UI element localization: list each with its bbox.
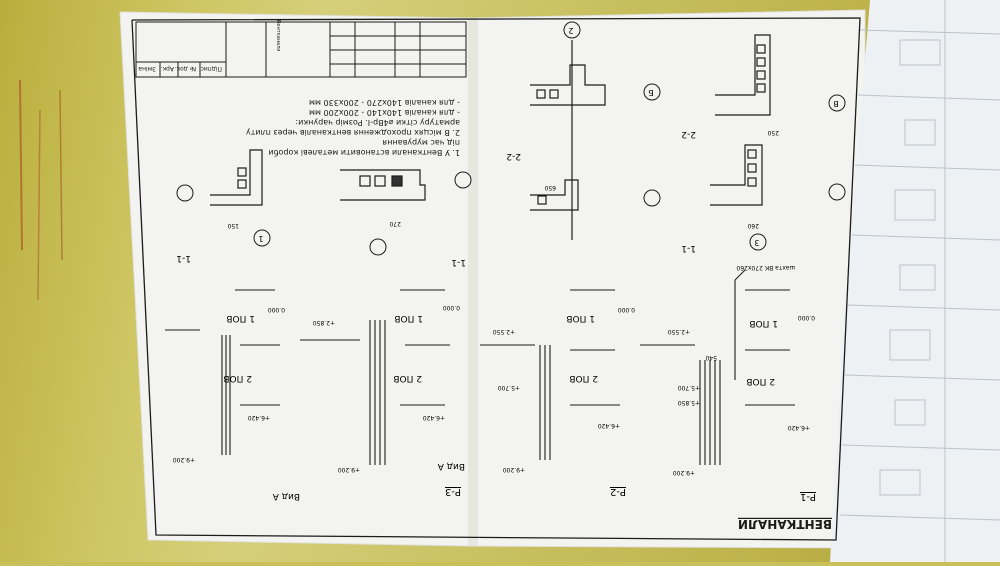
level-5: +2.550 bbox=[493, 328, 515, 335]
note-line-6: - для каналів 140х270 - 200х330 мм bbox=[309, 98, 460, 107]
wall-rust-streaks bbox=[19, 79, 63, 301]
note-line-1: 1. У Вентканали встановити металеві коро… bbox=[268, 148, 460, 157]
level-14: +9.200 bbox=[673, 469, 695, 476]
level-3: 0.000 bbox=[268, 306, 285, 313]
wall-id-r2: Р-2 bbox=[610, 486, 626, 497]
level-8: +5.700 bbox=[498, 384, 520, 391]
level-9: +5.850 bbox=[678, 399, 700, 406]
note-line-5: - для каналів 140х140 - 200х200 мм bbox=[309, 108, 460, 117]
level-10: +6.420 bbox=[788, 424, 810, 431]
floor-label-6: 2 ПОВ bbox=[569, 373, 598, 383]
view-label-2: Вид А bbox=[272, 491, 300, 501]
drawing-frame bbox=[131, 17, 861, 541]
stamp-cell-2: Арк. bbox=[160, 65, 174, 72]
dim-3: 650 bbox=[544, 184, 556, 191]
axis-mark-3: 3 bbox=[754, 238, 759, 247]
stamp-label: Вентканали bbox=[275, 20, 281, 52]
floor-label-8: 2 ПОВ bbox=[746, 376, 775, 386]
note-line-3: 2. В місцях проходження вентканалів чере… bbox=[246, 128, 460, 137]
level-11: +6.420 bbox=[598, 422, 620, 429]
paper-sheet bbox=[119, 9, 866, 549]
sheet-title: ВЕНТКАНАЛИ bbox=[738, 517, 832, 531]
plan-details bbox=[210, 34, 771, 240]
level-4: +2.550 bbox=[668, 328, 690, 335]
view-label-1: Вид А bbox=[437, 461, 465, 471]
level-12: +6.420 bbox=[423, 414, 445, 421]
wall-id-r1: Р-1 bbox=[800, 491, 816, 502]
wall-id-r3: Р-3 bbox=[445, 486, 461, 497]
level-7: +5.700 bbox=[678, 384, 700, 391]
section-label-4: 2-2 bbox=[506, 151, 521, 161]
title-block bbox=[135, 21, 467, 78]
axis-mark-2: 2 bbox=[568, 26, 573, 35]
second-sheet-lines bbox=[839, 0, 1000, 562]
dim-2: 270 bbox=[389, 220, 401, 227]
floor-label-2: 2 ПОВ bbox=[223, 373, 252, 383]
note-line-2: під час мурування bbox=[382, 138, 460, 147]
axis-mark-1: 1 bbox=[258, 234, 263, 243]
floor-label-3: 1 ПОВ bbox=[394, 313, 423, 323]
dim-5: 250 bbox=[767, 129, 779, 136]
axis-markers bbox=[176, 21, 846, 256]
dim-4: 260 bbox=[747, 222, 759, 229]
stamp-cell-4: Підпис bbox=[201, 65, 222, 72]
level-15: +9.200 bbox=[503, 466, 525, 473]
general-notes: 1. У Вентканали встановити металеві коро… bbox=[246, 98, 460, 157]
level-0: 0.000 bbox=[798, 314, 815, 321]
floor-label-7: 1 ПОВ bbox=[749, 318, 778, 328]
floor-label-1: 1 ПОВ bbox=[226, 313, 255, 323]
section-label-2: 1-1 bbox=[451, 257, 466, 267]
axis-mark-b: Б bbox=[648, 88, 654, 97]
note-line-4: арматуру сітки ⌀4Вр-І. Розмір чарунки: bbox=[295, 118, 460, 127]
second-sheet bbox=[830, 0, 1000, 562]
dim-6: 540 bbox=[705, 354, 717, 361]
stamp-cell-1: Зміна bbox=[138, 65, 156, 72]
paper-fold bbox=[468, 18, 478, 546]
level-6: +2.850 bbox=[313, 319, 335, 326]
elevation-details bbox=[165, 269, 795, 465]
floor-label-4: 2 ПОВ bbox=[393, 373, 422, 383]
level-16: +9.200 bbox=[338, 466, 360, 473]
level-13: +6.420 bbox=[248, 414, 270, 421]
stamp-cell-3: № док. bbox=[174, 65, 196, 72]
axis-mark-v: В bbox=[833, 99, 839, 108]
level-2: 0.000 bbox=[443, 304, 460, 311]
dim-1: 150 bbox=[227, 222, 239, 229]
section-label-1: 1-1 bbox=[176, 253, 191, 263]
section-label-5: 2-2 bbox=[681, 129, 696, 139]
shaft-annotation: шахта ВК 270х260 bbox=[736, 264, 795, 271]
level-17: +9.200 bbox=[173, 456, 195, 463]
section-label-3: 1-1 bbox=[681, 243, 696, 253]
floor-label-5: 1 ПОВ bbox=[566, 313, 595, 323]
level-1: 0.000 bbox=[618, 306, 635, 313]
